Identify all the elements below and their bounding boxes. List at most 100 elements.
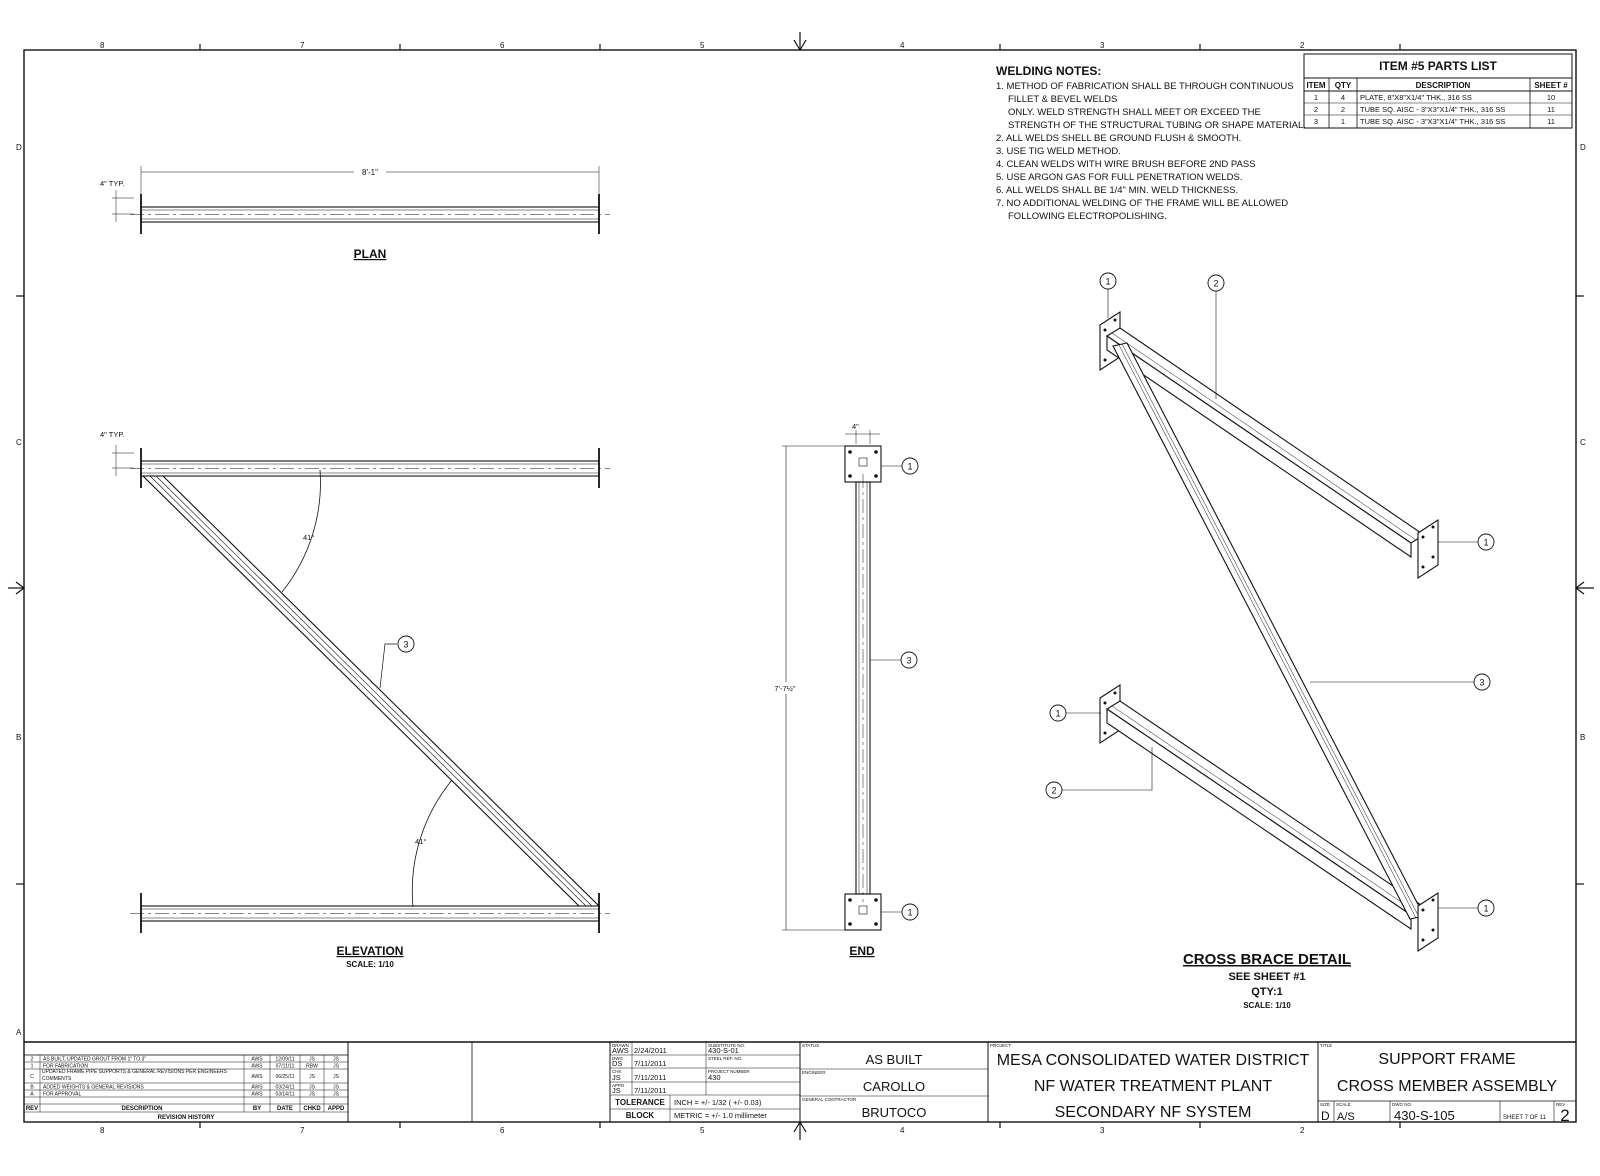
rev-cell: RBW <box>306 1064 318 1070</box>
parts-cell: 2 <box>1341 105 1345 114</box>
rev-header: DATE <box>277 1106 293 1112</box>
project-label: PROJECT <box>990 1043 1011 1048</box>
project-line: SECONDARY NF SYSTEM <box>1055 1104 1252 1121</box>
zone-number: 7 <box>300 1126 305 1135</box>
parts-header: DESCRIPTION <box>1416 81 1471 90</box>
callout-number: 1 <box>1483 538 1488 548</box>
rev-header: CHKD <box>303 1106 321 1112</box>
rev-cell: JS <box>333 1085 340 1091</box>
parts-list: ITEM #5 PARTS LIST ITEM QTY DESCRIPTION … <box>1303 53 1573 129</box>
rev-label: REV <box>1556 1102 1565 1107</box>
drawn-label: DRAWN <box>612 1043 629 1048</box>
project-line: MESA CONSOLIDATED WATER DISTRICT <box>997 1052 1310 1069</box>
title-line: SUPPORT FRAME <box>1378 1051 1515 1068</box>
zone-number: 3 <box>1100 1126 1105 1135</box>
zone-number: 4 <box>900 1126 905 1135</box>
scale-value: A/S <box>1337 1111 1355 1123</box>
zone-number: 7 <box>300 41 305 50</box>
end-view: 4" 7'-7½" 1 3 1 END <box>770 422 919 958</box>
note-line: STRENGTH OF THE STRUCTURAL TUBING OR SHA… <box>1008 120 1306 131</box>
note-line: 6. ALL WELDS SHALL BE 1/4" MIN. WELD THI… <box>996 185 1238 196</box>
rev-cell: JS <box>309 1092 316 1098</box>
note-line: 7. NO ADDITIONAL WELDING OF THE FRAME WI… <box>996 198 1288 209</box>
drawn-value: DS <box>612 1059 622 1068</box>
project-block: PROJECT MESA CONSOLIDATED WATER DISTRICT… <box>990 1043 1310 1121</box>
end-height-dim: 7'-7½" <box>774 684 796 693</box>
parts-cell: 10 <box>1547 93 1555 102</box>
drawn-label: DWG <box>612 1056 623 1061</box>
tolerance-label: TOLERANCE <box>615 1098 665 1107</box>
rev-cell: FOR FABRICATION <box>43 1064 88 1070</box>
zone-number: 6 <box>500 1126 505 1135</box>
engineer-value: CAROLLO <box>863 1079 925 1094</box>
note-line: 5. USE ARGON GAS FOR FULL PENETRATION WE… <box>996 172 1243 183</box>
zone-number: 5 <box>700 41 705 50</box>
dwg-label: DWG NO. <box>1392 1102 1412 1107</box>
drawn-block: DRAWN DWG CHK APPD SUBSTITUTE NO. STEEL … <box>610 1042 800 1122</box>
rev-cell: JS <box>309 1074 316 1080</box>
rev-cell: AWS <box>251 1064 263 1070</box>
drawn-value: JS <box>612 1073 621 1082</box>
callout-number: 2 <box>1051 786 1056 796</box>
rev-cell: AWS <box>251 1092 263 1098</box>
rev-cell: JS <box>333 1092 340 1098</box>
callout-number: 1 <box>1105 277 1110 287</box>
contractor-label: GENERAL CONTRACTOR <box>802 1097 857 1102</box>
rev-header: REV <box>26 1106 38 1112</box>
callout-balloon <box>1477 899 1495 917</box>
project-line: NF WATER TREATMENT PLANT <box>1034 1078 1272 1095</box>
rev-cell: UPDATED FRAME PIPE SUPPORTS & GENERAL RE… <box>42 1069 227 1082</box>
callout-balloon <box>1207 274 1225 292</box>
zone-letter: B <box>1580 733 1585 742</box>
note-line: 2. ALL WELDS SHELL BE GROUND FLUSH & SMO… <box>996 133 1241 144</box>
drawn-value: 7/11/2011 <box>634 1059 666 1068</box>
callout-number: 1 <box>1055 709 1060 719</box>
parts-cell: 11 <box>1547 105 1555 114</box>
rev-header: BY <box>253 1106 261 1112</box>
rev-cell: AWS <box>251 1057 263 1063</box>
zone-number: 6 <box>500 41 505 50</box>
rev-cell: AWS <box>251 1085 263 1091</box>
zone-numbers-bottom: 8 7 6 5 4 3 2 <box>100 1126 1305 1135</box>
elevation-typ-dim: 4" TYP. <box>100 430 125 439</box>
drawn-value: 2/24/2011 <box>634 1046 667 1055</box>
title-block: 2 AS BUILT, UPDATED GROUT FROM 1" TO 3" … <box>23 1041 1576 1125</box>
scale-label: SCALE <box>1336 1102 1351 1107</box>
callout-number: 1 <box>907 908 912 918</box>
title-label: TITLE <box>1320 1043 1332 1048</box>
angle-label-top: 41° <box>303 533 314 542</box>
plan-view: 8'-1" 4" TYP. PLAN <box>100 166 610 261</box>
rev-cell: C <box>30 1074 34 1080</box>
sheet-number: SHEET 7 OF 11 <box>1503 1115 1546 1121</box>
callout-balloon <box>901 903 919 921</box>
rev-cell: ADDED WEIGHTS & GENERAL REVISIONS <box>43 1085 144 1091</box>
welding-notes: WELDING NOTES: 1. METHOD OF FABRICATION … <box>996 64 1306 222</box>
parts-list-title: ITEM #5 PARTS LIST <box>1379 59 1497 73</box>
callout-number: 2 <box>1213 279 1218 289</box>
zone-number: 8 <box>100 41 105 50</box>
callout-balloon <box>1099 272 1117 290</box>
dwg-number: 430-S-105 <box>1394 1108 1455 1123</box>
cross-brace-detail: 1 2 1 3 1 2 1 CROSS BRACE DETAIL SEE SHE… <box>1045 272 1495 1010</box>
angle-label-bottom: 41° <box>415 837 426 846</box>
size-value: D <box>1321 1109 1330 1123</box>
rev-cell: 07/11/11 <box>276 1064 295 1070</box>
parts-cell: TUBE SQ. AISC - 3"X3"X1/4" THK., 316 SS <box>1360 117 1505 126</box>
note-line: 1. METHOD OF FABRICATION SHALL BE THROUG… <box>996 81 1294 92</box>
zone-letters: D C B A D C B <box>16 143 1586 1037</box>
callout-number: 1 <box>907 462 912 472</box>
drawn-label: APPD <box>612 1083 625 1088</box>
zone-numbers-top: 8 7 6 5 4 3 2 <box>100 41 1305 50</box>
elevation-title: ELEVATION <box>337 944 404 958</box>
contractor-value: BRUTOCO <box>862 1105 927 1120</box>
status-label: STATUS <box>802 1043 819 1048</box>
cross-brace-callouts: 1 2 1 3 1 2 1 <box>1045 272 1495 917</box>
drawn-value: 7/11/2011 <box>634 1073 666 1082</box>
parts-cell: 1 <box>1341 117 1345 126</box>
parts-cell: 3 <box>1314 117 1318 126</box>
ref-label: STEEL REF. NO. <box>708 1056 742 1061</box>
callout-balloon <box>1049 704 1067 722</box>
callout-number: 3 <box>1479 678 1484 688</box>
callout-balloon <box>1045 781 1063 799</box>
rev-cell: 12/09/11 <box>275 1057 294 1063</box>
